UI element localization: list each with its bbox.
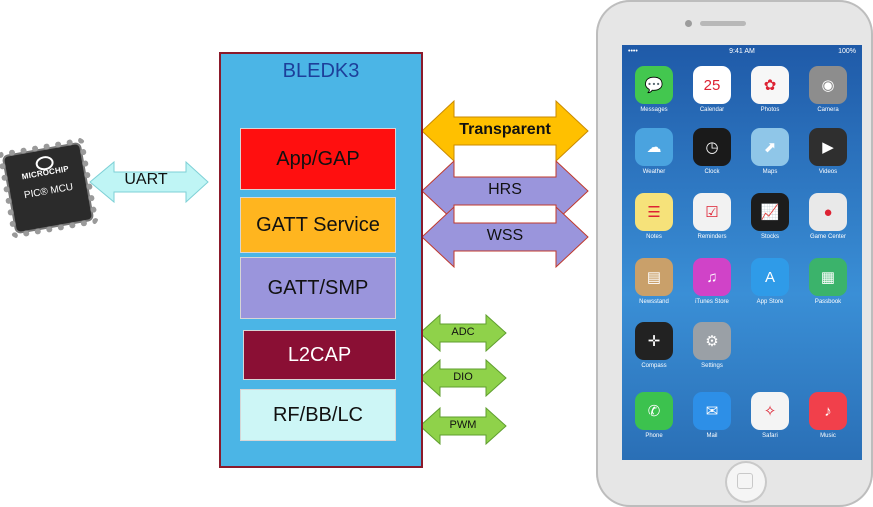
app-label: Settings	[701, 363, 723, 369]
app-mail[interactable]: ✉ Mail	[688, 392, 736, 439]
wss-label: WSS	[486, 227, 524, 244]
app-label: Compass	[641, 363, 667, 369]
app-reminders[interactable]: ☑ Reminders	[688, 193, 736, 240]
mail-icon: ✉	[693, 392, 731, 430]
app-phone[interactable]: ✆ Phone	[630, 392, 678, 439]
status-time: 9:41 AM	[729, 48, 755, 55]
app-label: Photos	[760, 107, 780, 113]
calendar-icon: 25	[693, 66, 731, 104]
settings-icon: ⚙	[693, 322, 731, 360]
messages-icon: 💬	[635, 66, 673, 104]
app-label: Calendar	[699, 107, 725, 113]
app-weather[interactable]: ☁ Weather	[630, 128, 678, 175]
videos-icon: ▶	[809, 128, 847, 166]
front-camera-icon	[685, 20, 692, 27]
app-label: Notes	[646, 234, 662, 240]
safari-icon: ✧	[751, 392, 789, 430]
app-label: Mail	[706, 433, 718, 439]
transparent-label: Transparent	[459, 121, 551, 138]
app-label: Game Center	[809, 234, 846, 240]
app-camera[interactable]: ◉ Camera	[804, 66, 852, 113]
home-button-icon	[737, 473, 753, 489]
adc-arrow	[419, 313, 507, 353]
app-messages[interactable]: 💬 Messages	[630, 66, 678, 113]
app-label: App Store	[756, 299, 784, 305]
wss-arrow	[421, 205, 589, 269]
app-label: Newsstand	[639, 299, 669, 305]
pic-mcu-chip: MICROCHIP PIC® MCU	[0, 137, 99, 239]
layer-rf-bb-lc: RF/BB/LC	[240, 389, 396, 441]
uart-arrow	[89, 160, 209, 204]
app-label: Reminders	[697, 234, 727, 240]
app-passbook[interactable]: ▦ Passbook	[804, 258, 852, 305]
layer-gatt-smp: GATT/SMP	[240, 257, 396, 319]
maps-icon: ⬈	[751, 128, 789, 166]
battery-level: 100%	[838, 48, 856, 55]
app-photos[interactable]: ✿ Photos	[746, 66, 794, 113]
app-game-center[interactable]: ● Game Center	[804, 193, 852, 240]
app-label: Messages	[640, 107, 668, 113]
app-label: Phone	[645, 433, 663, 439]
adc-label: ADC	[451, 326, 475, 338]
layer-gatt-service: GATT Service	[240, 197, 396, 253]
app-compass[interactable]: ✛ Compass	[630, 322, 678, 369]
pwm-arrow	[419, 406, 507, 446]
app-maps[interactable]: ⬈ Maps	[746, 128, 794, 175]
compass-icon: ✛	[635, 322, 673, 360]
notes-icon: ☰	[635, 193, 673, 231]
pwm-label: PWM	[449, 419, 477, 431]
layer-l2cap: L2CAP	[243, 330, 396, 380]
app-app-store[interactable]: A App Store	[746, 258, 794, 305]
app-clock[interactable]: ◷ Clock	[688, 128, 736, 175]
app-label: Camera	[817, 107, 839, 113]
app-music[interactable]: ♪ Music	[804, 392, 852, 439]
transparent-arrow	[421, 99, 589, 163]
itunes-store-icon: ♫	[693, 258, 731, 296]
app-itunes-store[interactable]: ♫ iTunes Store	[688, 258, 736, 305]
uart-label: UART	[124, 171, 168, 188]
app-label: Music	[820, 433, 836, 439]
game-center-icon: ●	[809, 193, 847, 231]
camera-icon: ◉	[809, 66, 847, 104]
app-label: Stocks	[760, 234, 779, 240]
app-stocks[interactable]: 📈 Stocks	[746, 193, 794, 240]
layer-app-gap: App/GAP	[240, 128, 396, 190]
newsstand-icon: ▤	[635, 258, 673, 296]
reminders-icon: ☑	[693, 193, 731, 231]
app-label: Videos	[818, 169, 838, 175]
app-settings[interactable]: ⚙ Settings	[688, 322, 736, 369]
speaker-grille	[700, 21, 746, 26]
bledk3-title: BLEDK3	[282, 60, 360, 82]
app-notes[interactable]: ☰ Notes	[630, 193, 678, 240]
photos-icon: ✿	[751, 66, 789, 104]
status-bar: •••• 9:41 AM 100%	[622, 46, 862, 60]
music-icon: ♪	[809, 392, 847, 430]
app-safari[interactable]: ✧ Safari	[746, 392, 794, 439]
app-videos[interactable]: ▶ Videos	[804, 128, 852, 175]
app-label: iTunes Store	[695, 299, 729, 305]
stocks-icon: 📈	[751, 193, 789, 231]
app-newsstand[interactable]: ▤ Newsstand	[630, 258, 678, 305]
hrs-label: HRS	[488, 181, 522, 198]
phone-icon: ✆	[635, 392, 673, 430]
home-button[interactable]	[727, 463, 765, 501]
app-label: Safari	[762, 433, 778, 439]
app-label: Weather	[642, 169, 666, 175]
dio-label: DIO	[453, 371, 473, 383]
clock-icon: ◷	[693, 128, 731, 166]
app-store-icon: A	[751, 258, 789, 296]
app-label: Clock	[704, 169, 720, 175]
dio-arrow	[419, 358, 507, 398]
phone-screen	[622, 45, 862, 460]
app-label: Maps	[762, 169, 778, 175]
weather-icon: ☁	[635, 128, 673, 166]
app-label: Passbook	[814, 299, 842, 305]
passbook-icon: ▦	[809, 258, 847, 296]
carrier-signal: ••••	[628, 48, 638, 55]
